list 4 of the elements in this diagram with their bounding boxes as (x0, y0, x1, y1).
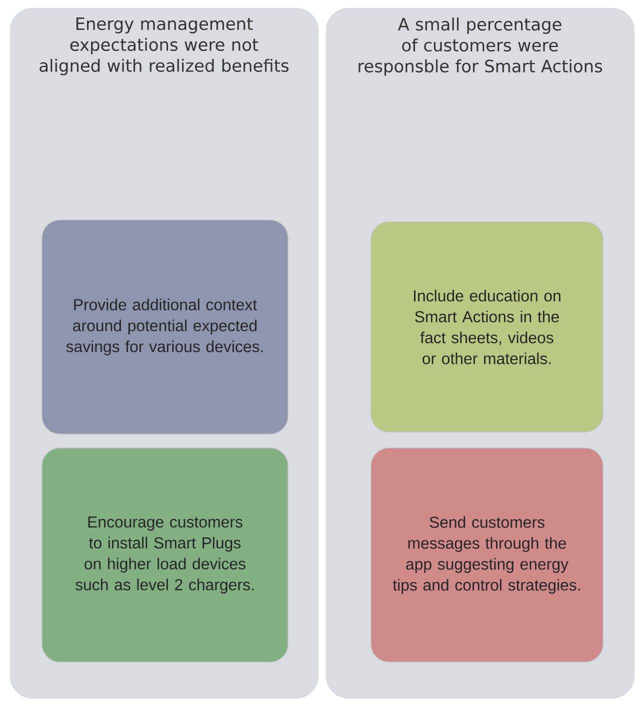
text-box: Send customers messages through the app suggesting energy tips and control strategies. (370, 448, 604, 662)
text-box: Provide additional context around potential expected savings for various devices. (42, 220, 288, 434)
text-box: Encourage customers to install Smart Plugs on higher load devices such as level 2 chargers. (42, 448, 288, 662)
text-box: Include education on Smart Actions in the fact sheets, videos or other materials. (370, 222, 604, 432)
